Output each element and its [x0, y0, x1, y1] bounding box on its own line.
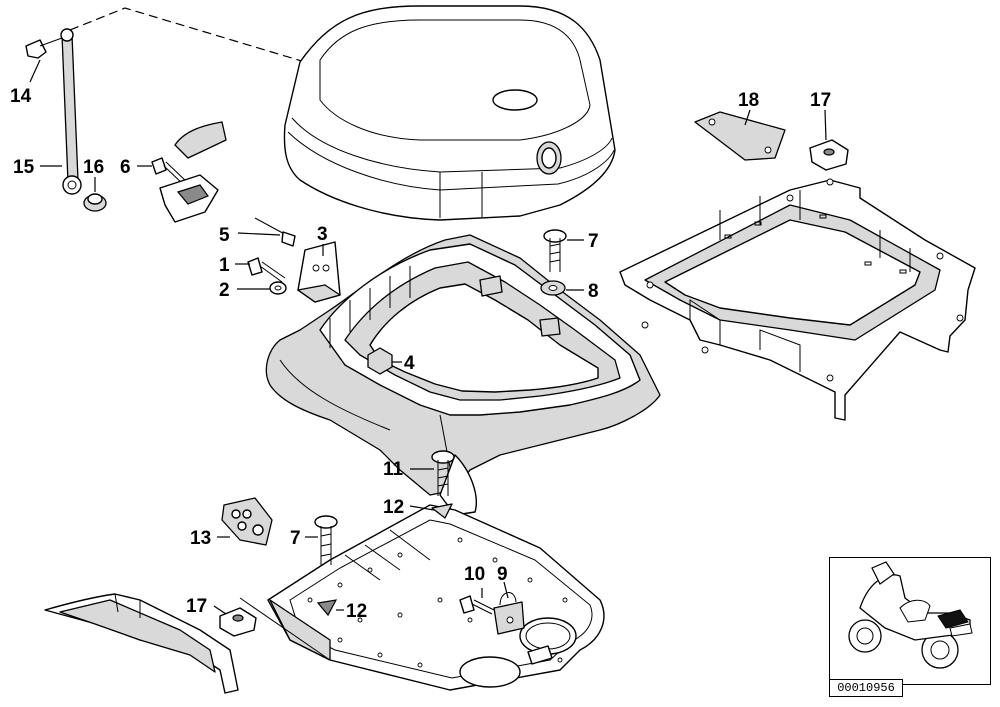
- callout-12-upper: 12: [383, 497, 404, 518]
- screw-7-lower: [314, 515, 338, 565]
- mounting-frame: [619, 178, 976, 421]
- callout-6: 6: [120, 157, 131, 178]
- clip-nut-17-right: [809, 139, 849, 171]
- bottom-plate: [267, 504, 605, 691]
- callout-11: 11: [383, 459, 404, 480]
- trim-panel: [44, 593, 331, 694]
- clip-nut-17-left: [219, 607, 257, 637]
- callout-3: 3: [317, 224, 328, 245]
- bolt-1: [247, 257, 286, 283]
- callout-17-right: 17: [810, 90, 831, 111]
- callout-13: 13: [190, 528, 211, 549]
- assembly-dash-line: [69, 7, 306, 63]
- clip-13: [221, 497, 273, 546]
- callout-15: 15: [13, 157, 35, 178]
- callout-5: 5: [219, 225, 230, 246]
- callout-14: 14: [10, 86, 32, 107]
- callout-9: 9: [497, 564, 508, 585]
- plate-18: [694, 111, 786, 161]
- screw-11: [431, 450, 455, 496]
- callout-16: 16: [83, 157, 104, 178]
- diagram-code: 00010956: [829, 679, 903, 697]
- callout-10: 10: [464, 564, 485, 585]
- screw-7-upper: [543, 229, 567, 272]
- callout-7-upper: 7: [588, 231, 599, 252]
- callout-12-lower: 12: [346, 601, 367, 622]
- callout-18: 18: [738, 90, 759, 111]
- callout-8: 8: [588, 281, 599, 302]
- bolt-10: [459, 595, 495, 615]
- washer-2: [269, 281, 287, 295]
- pin-5: [254, 217, 296, 247]
- reference-thumbnail: [829, 557, 991, 685]
- case-base: [265, 234, 661, 516]
- callout-7-lower: 7: [290, 528, 301, 549]
- callout-17-left: 17: [186, 596, 207, 617]
- screw-6: [151, 157, 188, 187]
- motorcycle-icon: [848, 561, 973, 669]
- leader-lines: [29, 59, 827, 615]
- callout-2: 2: [219, 280, 230, 301]
- washer-12-upper: [431, 503, 453, 519]
- callout-4: 4: [404, 353, 415, 374]
- callout-labels: 1 2 3 4 5 6 7 8 9 10 11 12 12 13 14 15 1…: [10, 86, 831, 622]
- case-lid: [283, 5, 616, 221]
- washer-12-lower: [316, 599, 338, 617]
- grommet-16: [83, 193, 107, 212]
- strap-15: [25, 28, 82, 195]
- handle-parts: [159, 121, 227, 223]
- nut-4: [367, 347, 393, 375]
- washer-8: [540, 280, 566, 296]
- callout-1: 1: [219, 255, 230, 276]
- lock-9: [493, 592, 525, 635]
- hinge-3: [297, 241, 341, 303]
